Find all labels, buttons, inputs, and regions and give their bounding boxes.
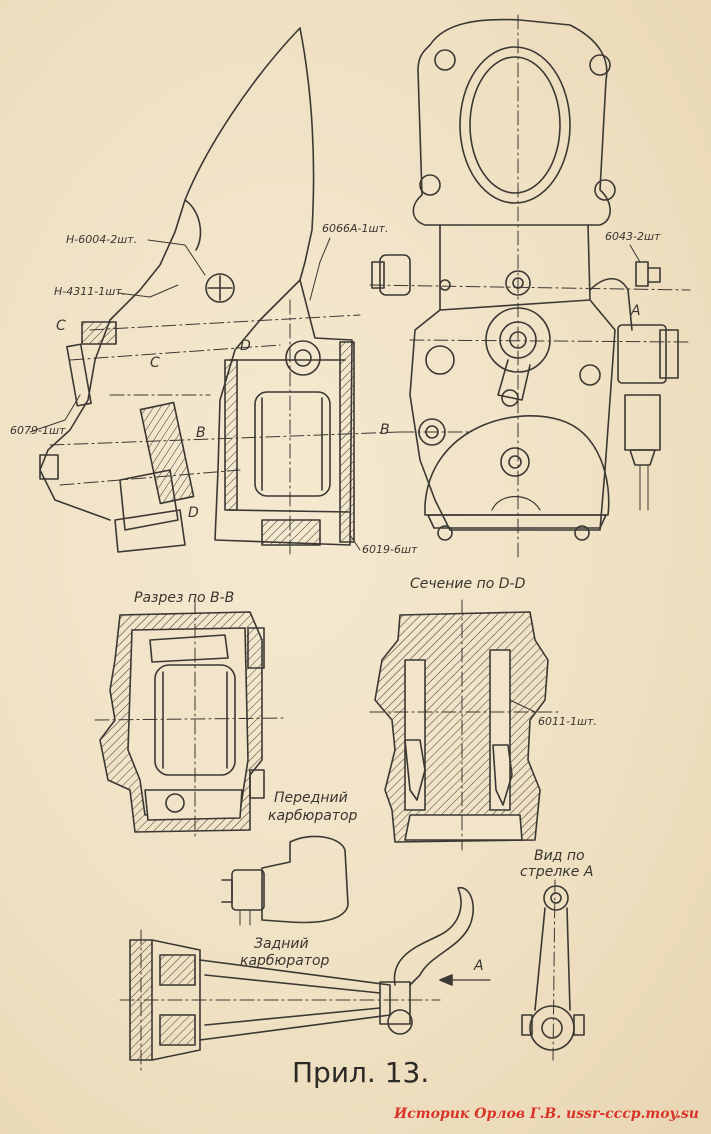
part-label-6066a: 6066А-1шт. [322,222,389,235]
section-letter-d-top: D [240,338,251,354]
arrow-letter-a: А [474,958,484,974]
section-letter-a-top: А [631,303,641,319]
carburetor-sketch [221,835,349,926]
section-dd-drawing [369,599,561,851]
part-label-6043: 6043-2шт [605,230,661,243]
caption-front-carb-2: карбюратор [268,808,358,824]
section-letter-b-right: В [380,422,390,438]
lever-view-a [521,879,585,1061]
part-label-h4311: Н-4311-1шт. [54,285,126,298]
caption-section-bb: Разрез по В-В [134,590,235,606]
section-letter-b-left: В [196,425,206,441]
plate-title: Прил. 13. [292,1056,430,1089]
manifold-front-view [369,14,691,561]
part-label-6079: 6079-1шт. [10,424,69,437]
part-label-6011: 6011-1шт. [538,715,597,728]
section-letter-d-bottom: D [188,505,199,521]
caption-view-a-2: стрелке А [520,864,594,880]
manifold-side-section [29,27,401,556]
footer-credit: Историк Орлов Г.В. ussr-cccp.moy.su [394,1106,699,1122]
section-letter-c-left: С [56,318,66,334]
caption-section-dd: Сечение по D-D [410,576,526,592]
caption-rear-carb-2: карбюратор [240,953,330,969]
caption-view-a-1: Вид по [534,848,585,864]
caption-rear-carb-1: Задний [254,936,309,952]
part-label-h6004: Н-6004-2шт. [66,233,138,246]
section-bb-drawing [94,599,286,841]
section-letter-c-right: С [150,355,160,371]
part-label-6019: 6019-6шт [362,543,418,556]
caption-front-carb-1: Передний [274,790,348,806]
bracket-assembly [119,887,491,1071]
